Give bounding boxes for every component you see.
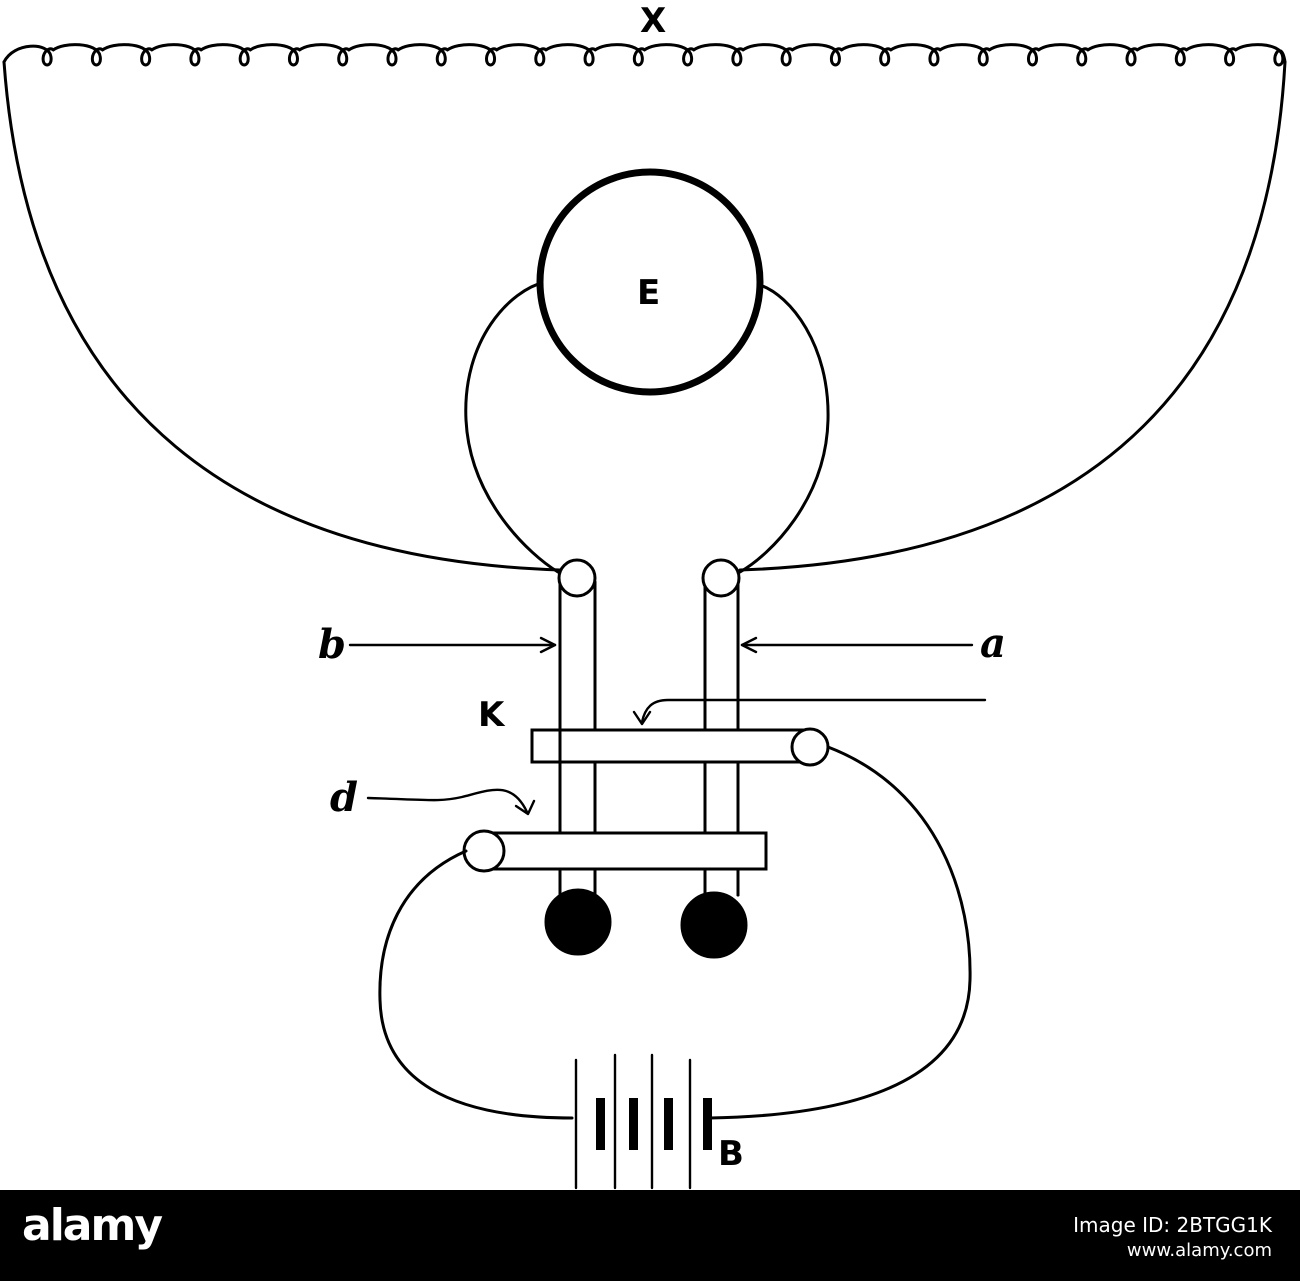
label-a: a xyxy=(980,620,1006,667)
footer-logo: alamy xyxy=(22,1200,163,1251)
battery-wire-left xyxy=(378,849,574,1120)
battery-b xyxy=(574,1053,712,1190)
outer-circuit-wire xyxy=(2,60,1287,572)
footer-url: www.alamy.com xyxy=(1126,1240,1272,1261)
terminal-knob-left xyxy=(557,558,597,598)
watermark-footer: alamy Image ID: 2BTGG1K www.alamy.com xyxy=(0,1190,1300,1281)
ball-terminal-left xyxy=(544,888,612,956)
crossbar-k-knob xyxy=(790,727,830,767)
coil-x xyxy=(2,43,1287,67)
pointer-b xyxy=(348,636,557,654)
label-e: E xyxy=(637,273,660,313)
terminal-knob-right xyxy=(701,558,741,598)
pointer-d xyxy=(366,788,536,816)
pointer-k xyxy=(632,698,987,726)
slider-bar-d-knob xyxy=(462,829,506,873)
sphere-e xyxy=(536,168,764,396)
slider-bar-d xyxy=(482,831,768,871)
label-b-battery: B xyxy=(718,1134,744,1174)
tube-envelope xyxy=(464,280,830,574)
battery-wire-right xyxy=(708,745,972,1120)
circuit-diagram: X E K B a b d xyxy=(2,1,1287,1190)
footer-image-id: Image ID: 2BTGG1K xyxy=(1073,1213,1272,1237)
ball-terminal-right xyxy=(680,891,748,959)
label-k: K xyxy=(478,695,506,735)
label-b: b xyxy=(318,621,346,668)
label-x: X xyxy=(640,1,666,41)
pointer-a xyxy=(740,636,974,654)
crossbar-k xyxy=(530,728,812,764)
label-d: d xyxy=(330,774,358,821)
